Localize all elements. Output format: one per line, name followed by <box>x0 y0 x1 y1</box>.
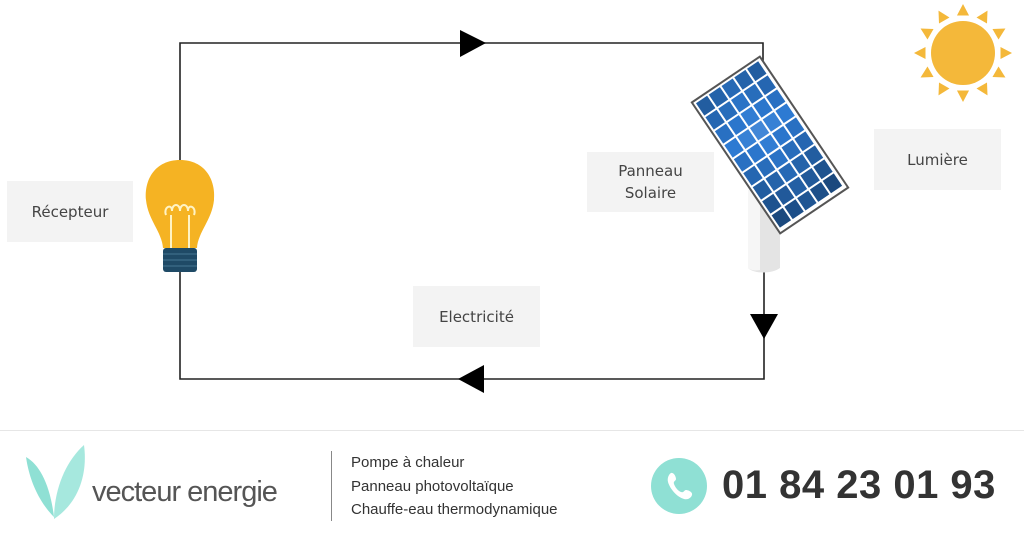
light-label-text: Lumière <box>907 150 968 169</box>
solar-cell <box>727 115 748 136</box>
solar-cell <box>822 173 843 194</box>
footer-divider <box>0 430 1024 431</box>
arrow-down-icon <box>750 314 778 339</box>
solar-cell <box>791 153 811 174</box>
solar-cell <box>774 185 795 206</box>
solar-cell <box>734 69 754 90</box>
solar-cell <box>721 78 741 99</box>
service-item: Pompe à chaleur <box>351 454 465 471</box>
solar-cell <box>762 111 783 132</box>
solar-cell <box>800 167 820 188</box>
footer-separator <box>331 451 332 521</box>
services-list: Pompe à chaleur Panneau photovoltaïque C… <box>351 451 558 522</box>
solar-cell <box>803 145 824 166</box>
solar-cell <box>756 75 776 96</box>
solar-cell <box>724 137 744 158</box>
solar-cell <box>743 165 763 186</box>
sun-ray <box>914 46 926 60</box>
solar-cell <box>794 131 814 152</box>
service-item: Panneau photovoltaïque <box>351 477 514 495</box>
solar-cell <box>778 162 798 183</box>
solar-cell <box>765 89 786 110</box>
solar-cell <box>784 199 804 220</box>
sun-ray <box>956 4 970 16</box>
solar-cell <box>714 123 735 144</box>
phone-icon <box>651 458 707 514</box>
solar-cell <box>765 171 785 192</box>
solar-cell <box>759 134 779 155</box>
solar-cell <box>762 193 782 214</box>
sun-ray <box>920 28 934 40</box>
brand-logo-leaf-icon <box>26 445 85 519</box>
electricity-label: Electricité <box>413 286 540 347</box>
solar-cell <box>733 151 754 172</box>
solar-cell <box>813 159 833 180</box>
sun-ray <box>1000 46 1012 60</box>
sun-ray <box>976 82 988 96</box>
solar-cell <box>747 61 767 82</box>
solar-cell <box>756 157 776 178</box>
phone-number[interactable]: 01 84 23 01 93 <box>722 463 996 507</box>
receiver-label: Récepteur <box>7 181 133 242</box>
sun-ray <box>992 66 1006 78</box>
solar-cell <box>740 106 760 127</box>
light-bulb-icon <box>145 160 215 272</box>
sun-ray <box>920 66 934 78</box>
solar-cell <box>737 129 757 150</box>
solar-cell <box>775 103 795 124</box>
arrow-right-icon <box>460 30 486 57</box>
receiver-label-text: Récepteur <box>31 202 109 221</box>
sun-ray <box>938 10 950 24</box>
solar-panel-label-line2: Solaire <box>624 184 677 202</box>
sun-ray <box>976 10 988 24</box>
solar-cell <box>743 83 764 104</box>
solar-cell <box>753 97 773 118</box>
solar-cell <box>768 148 789 169</box>
service-item: Chauffe-eau thermodynamique <box>351 501 558 518</box>
solar-cell <box>749 120 770 141</box>
brand-name: vecteur energie <box>92 476 278 508</box>
sun-ray <box>992 28 1006 40</box>
solar-cell <box>695 95 716 116</box>
solar-panel-label-line1: Panneau <box>618 162 683 180</box>
solar-cell <box>772 125 792 146</box>
solar-cell <box>705 109 725 130</box>
sun-ray <box>938 82 950 96</box>
electricity-label-text: Electricité <box>439 307 514 326</box>
sun-ray <box>956 90 970 102</box>
solar-cell <box>797 190 817 211</box>
arrow-left-icon <box>458 365 484 393</box>
solar-cell <box>809 182 830 202</box>
light-label: Lumière <box>874 129 1001 190</box>
solar-panel-icon <box>690 55 850 273</box>
solar-cell <box>781 139 801 160</box>
solar-cell <box>752 179 773 200</box>
solar-cell <box>784 117 805 138</box>
sun-icon <box>914 4 1012 102</box>
solar-cell <box>787 176 808 197</box>
solar-cell <box>771 207 792 228</box>
solar-cell <box>730 92 751 113</box>
solar-cell <box>708 87 729 107</box>
solar-panel-label: Panneau Solaire <box>587 152 714 212</box>
solar-cell <box>718 101 738 121</box>
solar-cell <box>746 143 767 164</box>
